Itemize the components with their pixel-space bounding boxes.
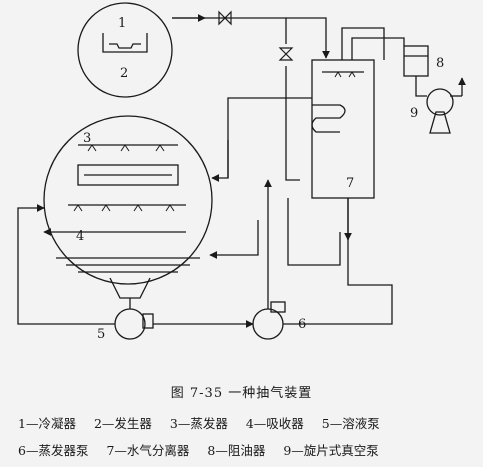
evaporator-tray (77, 164, 179, 186)
main-vessel (43, 115, 213, 285)
pipe-trap-to-pump (415, 76, 427, 97)
valve-top (218, 10, 232, 26)
legend-item: 7—水气分离器 (106, 443, 190, 458)
sump (109, 277, 151, 299)
pipe-cond-separator (286, 17, 330, 59)
legend-item: 2—发生器 (93, 416, 152, 431)
label-2: 2 (120, 66, 128, 81)
pipe-separator-to-trap (351, 37, 405, 60)
pipe-to-absorber (209, 220, 259, 259)
generator-vessel (102, 33, 148, 53)
legend-item: 3—蒸发器 (169, 416, 228, 431)
separator-coil (311, 104, 346, 133)
pipe-separator-vent (341, 27, 385, 60)
legend-item: 4—吸收器 (245, 416, 304, 431)
label-5: 5 (97, 327, 105, 342)
legend-item: 5—溶液泵 (321, 416, 380, 431)
pipe-evap-top (227, 97, 312, 178)
spray-nozzles (73, 71, 356, 212)
legend-item: 1—冷凝器 (18, 416, 76, 431)
figure-caption: 图 7-35 一种抽气装置 (170, 386, 313, 401)
generator-liquid (109, 43, 141, 49)
pipe-evap-down (211, 140, 229, 182)
legend-item: 8—阻油器 (207, 443, 266, 458)
pipe-evap-pump-out (283, 198, 393, 325)
absorber-liquid (56, 257, 200, 273)
pipe-left-branch (285, 66, 300, 181)
label-3: 3 (83, 131, 91, 146)
evaporator-pump (252, 308, 284, 340)
oil-trap (403, 45, 429, 77)
label-9: 9 (410, 106, 418, 121)
label-7: 7 (346, 176, 354, 191)
legend-row-1: 1—冷凝器 2—发生器 3—蒸发器 4—吸收器 5—溶液泵 (0, 413, 483, 432)
legend-item: 9—旋片式真空泵 (283, 443, 379, 458)
vacuum-pump-base (429, 111, 451, 134)
condenser-circle (77, 2, 173, 98)
pipe-solution-return (17, 204, 115, 325)
vacuum-pump-body (426, 88, 454, 116)
valve-vertical (278, 47, 294, 61)
label-6: 6 (298, 317, 306, 332)
water-gas-separator (311, 59, 375, 199)
legend-item: 6—蒸发器泵 (18, 443, 89, 458)
solution-pump (114, 308, 146, 340)
legend-row-2: 6—蒸发器泵 7—水气分离器 8—阻油器 9—旋片式真空泵 (0, 440, 483, 459)
label-1: 1 (118, 16, 126, 31)
label-4: 4 (76, 229, 84, 244)
pipe-separator-return (287, 198, 341, 266)
label-8: 8 (436, 56, 444, 71)
